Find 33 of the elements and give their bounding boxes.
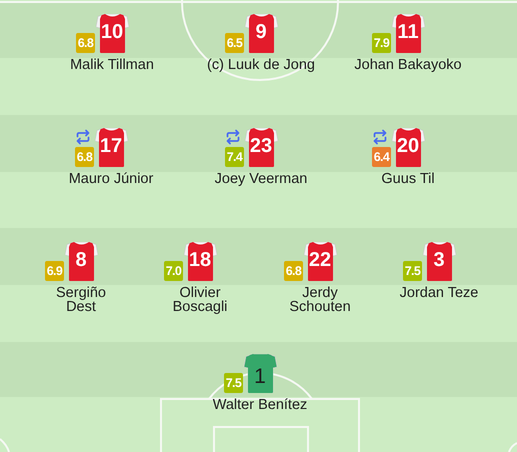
player-name: Jordan Teze <box>400 286 478 300</box>
player-name: Mauro Júnior <box>68 172 154 186</box>
player-name: (c) Luuk de Jong <box>207 58 315 72</box>
rating-badge: 6.4 <box>372 147 391 167</box>
jersey-number: 20 <box>396 136 420 156</box>
jersey-number: 3 <box>433 250 445 270</box>
jersey-number: 17 <box>100 136 122 156</box>
jersey-number: 22 <box>308 250 332 270</box>
player-name: Guus Til <box>381 172 435 186</box>
jersey-number: 1 <box>254 366 266 387</box>
player-name: Walter Benítez <box>212 398 308 412</box>
jersey-number: 8 <box>75 250 87 270</box>
jersey-number: 9 <box>255 22 267 42</box>
rating-badge: 6.8 <box>76 33 95 53</box>
rating-badge: 7.5 <box>224 373 243 393</box>
rating-badge: 7.9 <box>372 33 391 53</box>
jersey-number: 18 <box>188 250 212 270</box>
player-name: Olivier Boscagli <box>172 286 228 314</box>
rating-badge: 6.8 <box>75 147 94 167</box>
rating-badge: 6.5 <box>225 33 244 53</box>
rating-badge: 7.5 <box>403 261 422 281</box>
rating-badge: 6.9 <box>45 261 64 281</box>
jersey-number: 10 <box>100 22 124 42</box>
jersey-number: 23 <box>250 136 272 156</box>
player-name: Jerdy Schouten <box>288 286 352 314</box>
player-name: Sergiño Dest <box>55 286 107 314</box>
player-name: Joey Veerman <box>214 172 308 186</box>
player-name: Johan Bakayoko <box>354 58 462 72</box>
player-name: Malik Tillman <box>70 58 154 72</box>
rating-badge: 6.8 <box>284 261 303 281</box>
jersey-number: 11 <box>397 22 419 42</box>
rating-badge: 7.4 <box>225 147 244 167</box>
rating-badge: 7.0 <box>164 261 183 281</box>
